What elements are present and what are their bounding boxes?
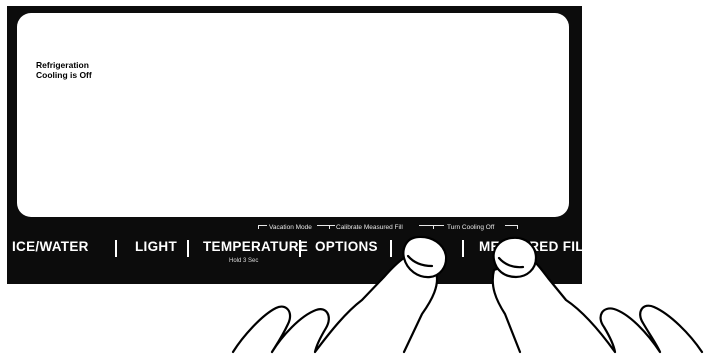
finger-press-right-icon <box>493 238 702 352</box>
finger-press-left-icon <box>233 237 446 352</box>
